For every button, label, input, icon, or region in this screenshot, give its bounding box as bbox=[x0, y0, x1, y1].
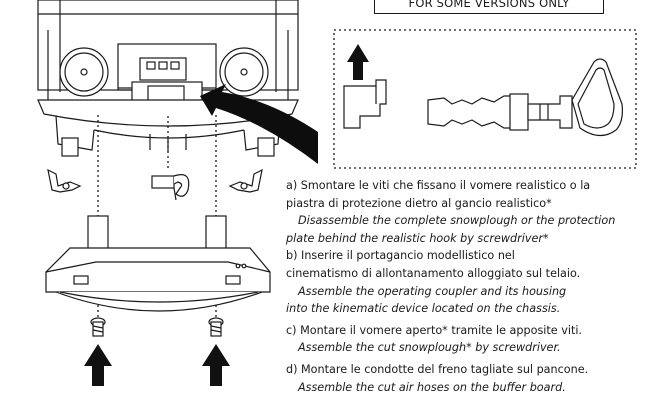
step-b-english-2: into the kinematic device located on the… bbox=[286, 302, 561, 316]
step-a-english-2: plate behind the realistic hook by screw… bbox=[286, 231, 549, 245]
detail-box bbox=[333, 29, 637, 169]
step-a-italian-1: a) Smontare le viti che fissano il vomer… bbox=[286, 179, 591, 192]
arrow-up-left-icon bbox=[84, 344, 112, 386]
step-a: a) Smontare le viti che fissano il vomer… bbox=[286, 177, 655, 247]
instructions-text: a) Smontare le viti che fissano il vomer… bbox=[286, 177, 655, 396]
step-b-italian-1: b) Inserire il portagancio modellistico … bbox=[286, 249, 515, 263]
operating-coupler bbox=[427, 58, 623, 137]
step-c: c) Montare il vomere aperto* tramite le … bbox=[286, 322, 655, 357]
step-b: b) Inserire il portagancio modellistico … bbox=[286, 247, 655, 317]
step-b-italian-2: cinematismo di allontanamento alloggiato… bbox=[286, 266, 581, 280]
snowplough bbox=[45, 215, 271, 312]
step-d-italian-1: d) Montare le condotte del freno tagliat… bbox=[286, 362, 589, 376]
coupler-hook-part bbox=[151, 174, 190, 201]
curved-arrow-icon bbox=[200, 84, 318, 164]
screw-right bbox=[208, 317, 224, 337]
left-wheel bbox=[59, 47, 109, 97]
step-a-english-1: Disassemble the complete snowplough or t… bbox=[298, 214, 616, 228]
locomotive-chassis bbox=[37, 0, 299, 157]
step-d: d) Montare le condotte del freno tagliat… bbox=[286, 361, 655, 396]
coupler-housing bbox=[343, 79, 387, 129]
step-a-italian-2: piastra di protezione dietro al gancio r… bbox=[286, 196, 552, 210]
detail-arrow-up-icon bbox=[347, 44, 369, 80]
air-hose-right-part bbox=[228, 168, 263, 193]
right-wheel bbox=[219, 47, 269, 97]
arrow-up-right-icon bbox=[202, 344, 230, 386]
screw-left bbox=[90, 317, 106, 337]
step-c-english-1: Assemble the cut snowplough* by screwdri… bbox=[298, 341, 561, 355]
step-b-english-1: Assemble the operating coupler and its h… bbox=[298, 284, 567, 298]
air-hose-left-part bbox=[47, 168, 82, 193]
step-d-english-1: Assemble the cut air hoses on the buffer… bbox=[298, 380, 566, 394]
step-c-italian-1: c) Montare il vomere aperto* tramite le … bbox=[286, 323, 582, 337]
versions-banner: FOR SOME VERSIONS ONLY bbox=[374, 0, 604, 14]
